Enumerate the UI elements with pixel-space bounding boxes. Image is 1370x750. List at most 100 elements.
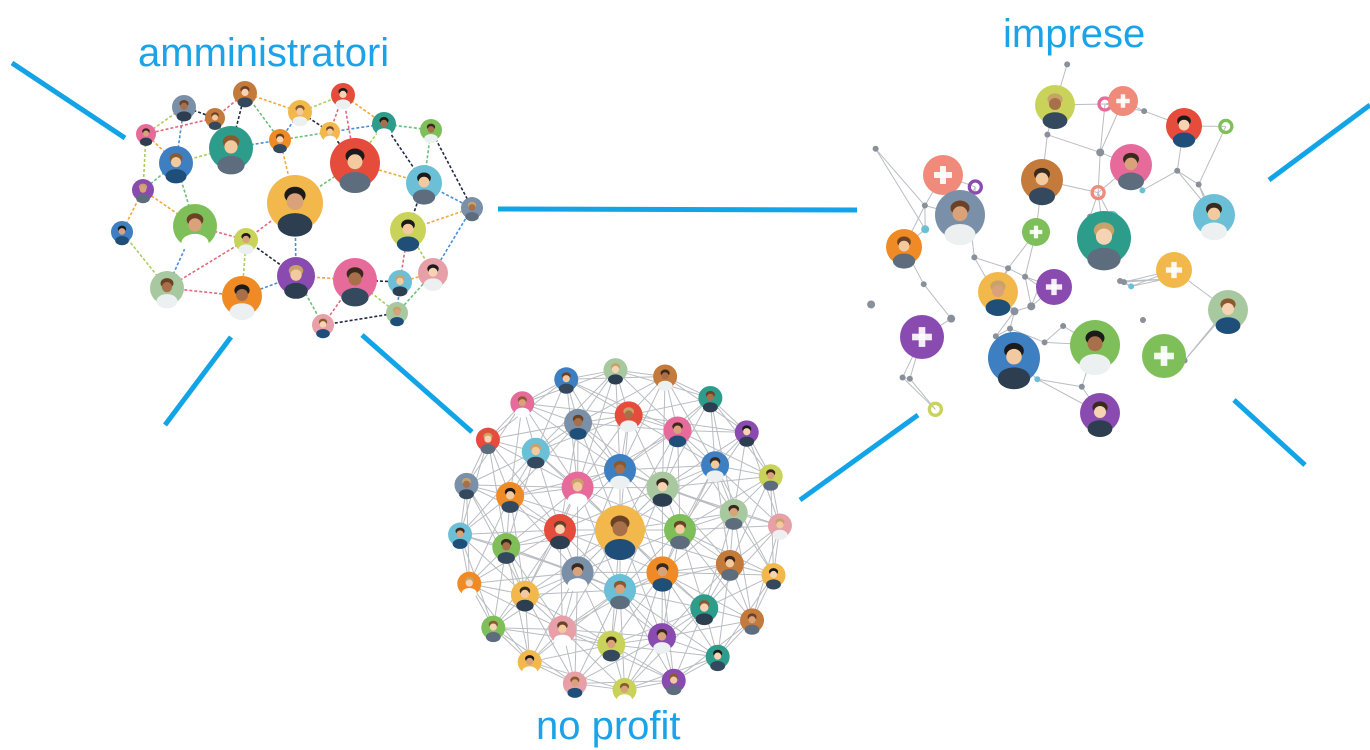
node-dot [1064,61,1071,68]
node-dot [1034,376,1041,383]
node-dot [920,281,927,288]
person-avatar-icon [978,272,1018,316]
person-avatar-icon [988,332,1040,390]
network-edge [469,571,578,585]
person-avatar-icon [1166,108,1202,148]
network-edge [487,422,579,441]
person-avatar-icon [653,364,678,391]
person-avatar-icon [690,594,719,626]
network-edge [1024,276,1032,307]
person-avatar-icon [510,580,539,612]
person-avatar-icon [475,427,500,455]
person-avatar-icon [333,258,377,307]
network-edge [487,439,561,531]
network-edge [1044,325,1064,343]
person-avatar-icon [886,229,922,269]
node-dot [971,254,978,261]
network-edge [469,583,563,630]
person-avatar-icon [111,221,133,246]
person-avatar-icon [1077,211,1131,271]
network-edge [509,403,523,497]
node-dot [1078,383,1085,390]
network-edge [562,629,625,691]
person-avatar-icon [390,212,426,252]
person-avatar-icon [172,95,196,122]
node-dot [1096,148,1105,157]
connector-lines [10,60,1370,503]
person-avatar-icon [406,165,442,205]
person-avatar-icon [740,608,765,635]
network-edge [664,376,716,466]
dashed-edge [423,129,432,184]
person-avatar-icon [222,276,262,320]
network-edge [466,484,578,489]
connector-line [360,333,474,434]
network-edge [875,148,926,206]
person-avatar-icon [521,437,550,469]
label-amministratori: amministratori [138,31,390,75]
person-avatar-icon [372,112,396,139]
network-edge [574,636,663,684]
person-avatar-icon [562,671,587,698]
network-edge [565,379,621,471]
node-dot [947,314,956,323]
network-edge [1007,267,1026,278]
node-dot [899,374,906,381]
person-avatar-icon [612,677,637,705]
node-dot [1022,273,1029,280]
connector-line [1232,398,1307,467]
person-avatar-icon [312,314,334,339]
node-dot [1139,187,1146,194]
person-avatar-icon [614,401,643,433]
person-avatar-icon [698,385,723,413]
network-edge [923,283,952,319]
person-avatar-icon [561,556,594,592]
network-edge [679,529,753,621]
person-avatar-icon [132,179,154,204]
connector-line [163,335,233,427]
person-avatar-icon [663,416,692,448]
person-avatar-icon [233,81,257,108]
person-avatar-icon [564,408,593,440]
person-avatar-icon [173,204,217,253]
person-avatar-icon [288,100,312,127]
person-avatar-icon [603,358,628,385]
network-edge [577,369,616,488]
node-dot [1044,131,1051,138]
person-avatar-icon [492,533,521,564]
caduceus-icon [1156,252,1192,288]
network-edge [1037,378,1082,388]
network-edge [615,369,678,431]
node-dot [1174,167,1181,174]
person-avatar-icon [330,138,380,193]
caduceus-icon [1022,218,1050,246]
person-avatar-icon [234,228,258,255]
node-dot [1195,181,1202,188]
node-dot [872,145,879,152]
person-avatar-icon [705,644,730,672]
person-avatar-icon [1193,194,1235,241]
person-avatar-icon [761,563,786,590]
person-avatar-icon [496,482,525,513]
person-avatar-icon [205,108,225,130]
person-avatar-icon [719,498,748,530]
person-avatar-icon [136,124,156,146]
person-avatar-icon [554,367,579,394]
label-no-profit: no profit [536,704,681,748]
person-avatar-icon [646,471,679,507]
dashed-edge [194,225,247,241]
dashed-edge [322,312,398,326]
network-edge [1120,278,1164,282]
network-edge [1099,103,1106,153]
dashed-edge [354,279,398,314]
network-edge [995,310,1015,337]
node-dot [1128,283,1135,290]
network-edge [1131,278,1164,287]
network-edge [1089,192,1099,217]
dashed-edge [145,117,216,135]
node-dot [921,202,928,209]
node-dot [921,225,930,234]
person-avatar-icon [420,119,442,144]
medical-cross-icon [923,155,963,195]
